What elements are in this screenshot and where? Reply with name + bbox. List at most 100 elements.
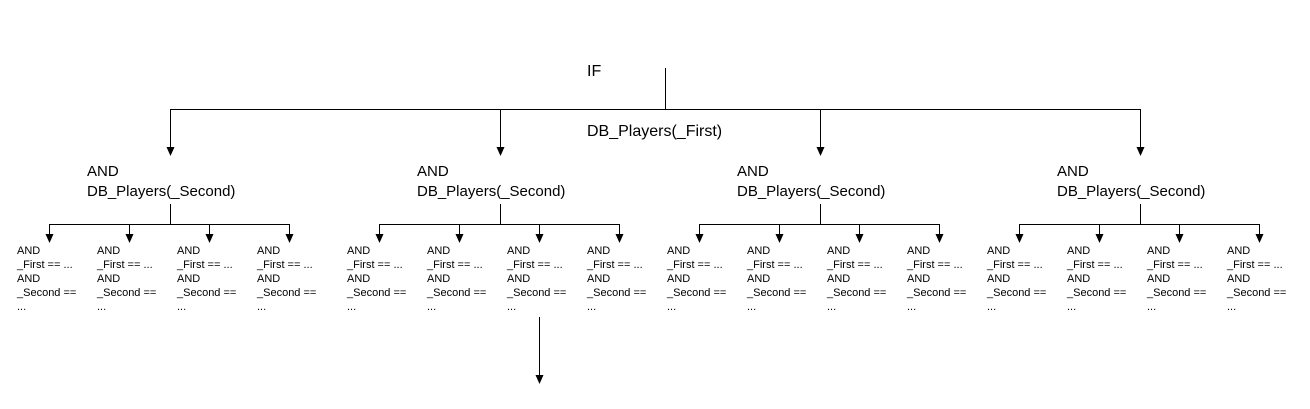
leaf-line: AND [987,245,1011,257]
leaf-line: AND [827,273,851,285]
group-condition: DB_Players(_Second) [737,183,886,200]
leaf-node: AND _First == ... AND _Second ==... [587,244,646,314]
leaf-line: _Second == [507,287,567,299]
leaf-line: AND [747,273,771,285]
group-node-4: AND DB_Players(_Second) [1057,162,1205,202]
leaf-line: _Second == [1227,287,1287,299]
leaf-line: AND [427,273,451,285]
group-2-arrow-head [496,147,505,156]
leaf-line: AND [97,273,121,285]
root-keyword: IF [587,63,602,80]
leaf-line: AND [427,245,451,257]
leaf-line: _First == ... [587,259,643,271]
leaf-line: _First == ... [1147,259,1203,271]
leaf-line: ... [987,301,997,313]
leaf-line: _First == ... [747,259,803,271]
group-condition: DB_Players(_Second) [87,183,236,200]
leaf-line: _Second == [907,287,967,299]
leaf-node: AND _First == ... AND _Second ==... [907,244,966,314]
group-node-1: AND DB_Players(_Second) [87,162,235,202]
leaf-line: ... [1227,301,1237,313]
leaf-line: _Second == [587,287,647,299]
leaf-line: ... [827,301,837,313]
leaf-node: AND_First == ...AND_Second ==... [987,244,1046,314]
leaf-node: AND_First == ...AND_Second ==... [347,244,406,314]
leaf-line: _Second == [1067,287,1127,299]
leaf-1-4-arrow-head [285,234,294,243]
leaf-1-3-arrow-head [205,234,214,243]
leaf-line: AND [1227,273,1251,285]
leaf-line: AND [827,245,851,257]
leaf-line: AND [907,273,931,285]
group-keyword: AND [417,163,449,180]
leaf-line: ... [97,301,107,313]
leaf-line: _First == ... [507,259,563,271]
leaf-node: AND_First == ...AND_Second ==... [1067,244,1126,314]
leaf-line: ... [907,301,917,313]
leaf-line: _Second == [747,287,807,299]
leaf-3-2-arrow-head [775,234,784,243]
leaf-line: AND [667,245,691,257]
leaf-line: _First == ... [347,259,403,271]
leaf-node: AND_First == ...AND_Second ==... [97,244,156,314]
leaf-2-2-arrow-head [455,234,464,243]
leaf-line: AND [747,245,771,257]
leaf-line: AND [17,273,41,285]
group-keyword: AND [737,163,769,180]
leaf-line: AND [587,273,611,285]
leaf-line: AND [907,245,931,257]
leaf-line: AND [507,273,531,285]
leaf-line: AND [347,245,371,257]
leaf-4-3-arrow-head [1175,234,1184,243]
leaf-line: _Second == [347,287,407,299]
leaf-line: AND [987,273,1011,285]
leaf-line: _Second == [97,287,157,299]
leaf-line: ... [507,301,517,313]
leaf-line: _First == ... [667,259,723,271]
leaf-line: _First == ... [97,259,153,271]
leaf-line: AND [257,245,281,257]
leaf-line: ... [257,301,267,313]
leaf-1-1-arrow-head [45,234,54,243]
leaf-line: _First == ... [907,259,963,271]
group-3-arrow-head [816,147,825,156]
leaf-line: AND [1067,273,1091,285]
leaf-4-4-arrow-head [1255,234,1264,243]
leaf-line: AND [17,245,41,257]
leaf-line: ... [587,301,597,313]
leaf-3-3-arrow-head [855,234,864,243]
leaf-line: ... [427,301,437,313]
leaf-4-2-arrow-head [1095,234,1104,243]
leaf-line: _Second == [427,287,487,299]
leaf-line: AND [667,273,691,285]
leaf-line: ... [1067,301,1077,313]
group-keyword: AND [87,163,119,180]
leaf-node: AND_First == ...AND_Second ==... [667,244,726,314]
leaf-line: _First == ... [17,259,73,271]
group-keyword: AND [1057,163,1089,180]
leaf-node: AND_First == ...AND_Second ==... [1227,244,1286,314]
leaf-line: ... [1147,301,1157,313]
leaf-node: AND_First == ...AND_Second ==... [257,244,316,314]
leaf-line: ... [747,301,757,313]
leaf-node: AND_First == ...AND_Second ==... [17,244,76,314]
leaf-node: AND _First == ... AND _Second ==... [747,244,806,314]
leaf-2-3-arrow-head [535,234,544,243]
leaf-3-1-arrow-head [695,234,704,243]
leaf-line: _Second == [1147,287,1207,299]
leaf-3-4-arrow-head [935,234,944,243]
leaf-line: _Second == [257,287,317,299]
root-node: IF DB_Players(_First) [587,22,722,182]
group-condition: DB_Players(_Second) [1057,183,1206,200]
leaf-node: AND_First == ...AND_Second ==... [177,244,236,314]
leaf-node: AND_First == ...AND_Second ==... [827,244,886,314]
group-4-arrow-head [1136,147,1145,156]
leaf-line: _Second == [17,287,77,299]
leaf-line: ... [177,301,187,313]
leaf-line: AND [587,245,611,257]
leaf-2-1-arrow-head [375,234,384,243]
group-node-3: AND DB_Players(_Second) [737,162,885,202]
